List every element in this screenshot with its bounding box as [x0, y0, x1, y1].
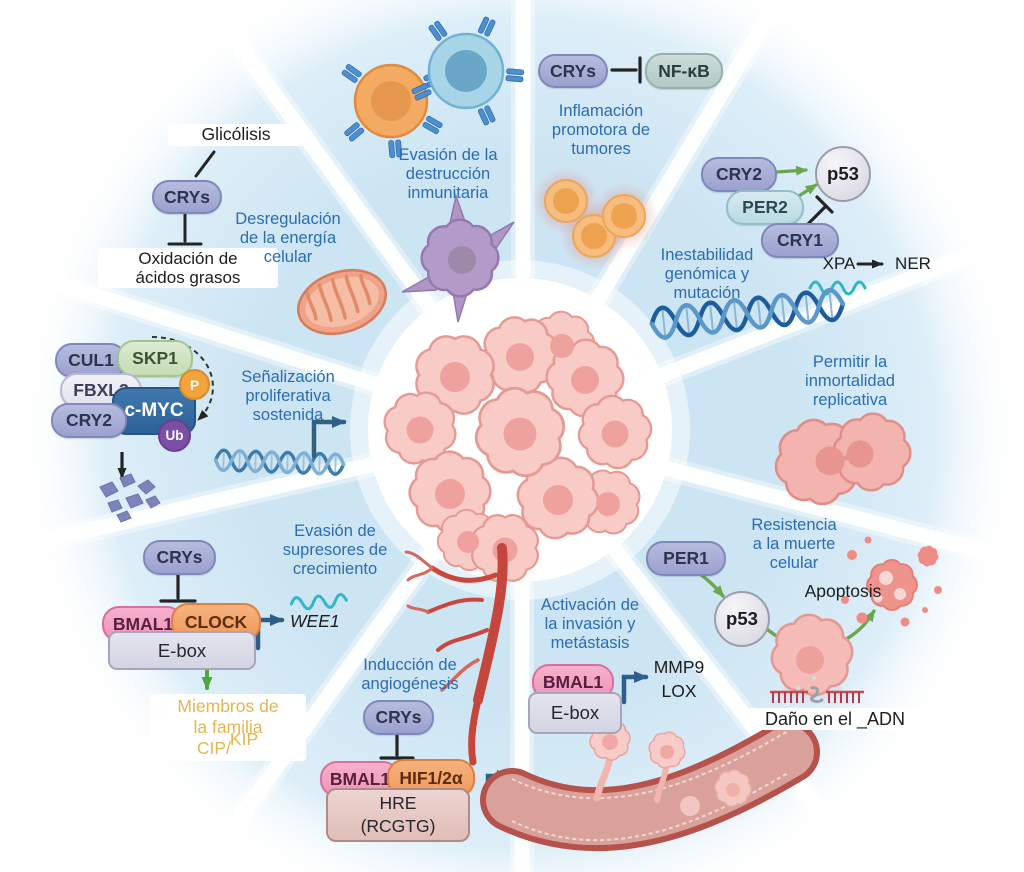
hallmark-angiogenesis: Inducción de angiogénesis — [361, 656, 459, 694]
cry1-node: CRY1 — [761, 223, 839, 258]
crys-node-energy: CRYs — [152, 180, 222, 214]
kip-text: KIP — [229, 729, 259, 749]
cipkip-line1: Miembros de — [177, 696, 279, 716]
dna-promoter-icon — [213, 416, 347, 476]
dividing-cell-icon — [768, 403, 921, 512]
degraded-protein-fragments-icon — [99, 473, 161, 523]
ebox-node-growth: E-box — [108, 631, 256, 670]
dendritic-cell-icon — [401, 193, 515, 323]
immune-cell-blue-icon — [410, 15, 525, 127]
cry2-node-genomic: CRY2 — [701, 157, 777, 192]
hallmark-immune-evasion: Evasión de la destrucción inmunitaria — [398, 146, 498, 203]
damaged-cell-icon — [763, 606, 861, 704]
glycolysis-inhibition-line — [167, 150, 216, 246]
lox-label: LOX — [661, 681, 697, 701]
cipkip-family-label: Miembros de la familia CIP/ KIP — [150, 694, 306, 761]
ner-label: NER — [895, 254, 931, 273]
nfkb-node: NF-κB — [645, 53, 723, 89]
tumor-cell-cluster — [369, 303, 659, 582]
phospho-badge: P — [179, 369, 210, 400]
inflamed-cells-icon — [532, 167, 658, 270]
scf-complex-recycle-arc — [117, 335, 214, 479]
per1-node: PER1 — [646, 541, 726, 576]
angiogenesis-inhibition — [379, 732, 415, 760]
inflammation-inhibition — [610, 56, 642, 84]
hre-node: HRE (RCGTG) — [326, 788, 470, 842]
glycolysis-label: Glicólisis — [168, 124, 304, 146]
crys-node-angiogenesis: CRYs — [363, 700, 434, 735]
wee1-gene-label: WEE1 — [290, 611, 340, 631]
apoptosis-label: Apoptosis — [804, 581, 882, 601]
branching-vessel-icon — [404, 543, 508, 766]
crys-node-growth: CRYs — [143, 540, 216, 575]
hallmark-genomic-instability: Inestabilidad genómica y mutación — [660, 246, 754, 303]
cmyc-node: c-MYC — [112, 387, 196, 435]
hallmark-tumor-inflammation: Inflamación promotora de tumores — [551, 102, 651, 159]
dna-helix-icon — [649, 287, 846, 340]
damaged-dna-icon — [770, 686, 864, 703]
cul1-node: CUL1 — [55, 343, 127, 378]
invading-cells-icon — [585, 715, 758, 816]
skp1-node: SKP1 — [117, 340, 193, 377]
crys-node-inflammation: CRYs — [538, 54, 608, 88]
hallmark-death-resistance: Resistencia a la muerte celular — [751, 516, 837, 573]
cipkip-line2: la familia — [193, 717, 263, 737]
hallmark-growth-suppressor-evasion: Evasión de supresores de crecimiento — [282, 522, 388, 579]
dna-damage-label: Daño en el _ADN — [748, 708, 922, 731]
mitochondrion-icon — [296, 269, 388, 335]
cipkip-line3: CIP/ KIP — [158, 729, 298, 759]
ebox-node-invasion: E-box — [528, 692, 622, 734]
immune-cell-orange-icon — [340, 63, 445, 159]
p53-node-genomic: p53 — [815, 146, 871, 202]
growth-inhibition — [159, 572, 197, 603]
ubiquitin-badge: Ub — [158, 419, 191, 452]
hallmark-energy-deregulation: Desregulación de la energía celular — [235, 210, 341, 267]
cry2-node-proliferative: CRY2 — [51, 403, 127, 438]
mrna-squiggle-wee1 — [289, 593, 348, 611]
xpa-label: XPA — [822, 254, 856, 273]
cip-text: CIP/ — [196, 738, 231, 758]
mrna-squiggle-genomic — [808, 280, 867, 296]
hallmark-proliferative-signaling: Señalización proliferativa sostenida — [241, 368, 335, 425]
p53-node-death: p53 — [714, 591, 770, 647]
fatty-acid-oxidation-label: Oxidación de ácidos grasos — [98, 248, 278, 289]
apoptotic-debris-icon — [841, 536, 942, 627]
per2-node: PER2 — [726, 190, 804, 225]
hallmark-replicative-immortality: Permitir la inmortalidad replicativa — [805, 353, 895, 410]
mmp9-label: MMP9 — [653, 657, 705, 677]
blood-vessel-icon — [480, 720, 820, 852]
mmp9-promoter-arrow — [621, 671, 649, 705]
hallmark-invasion-metastasis: Activación de la invasión y metástasis — [540, 596, 640, 653]
